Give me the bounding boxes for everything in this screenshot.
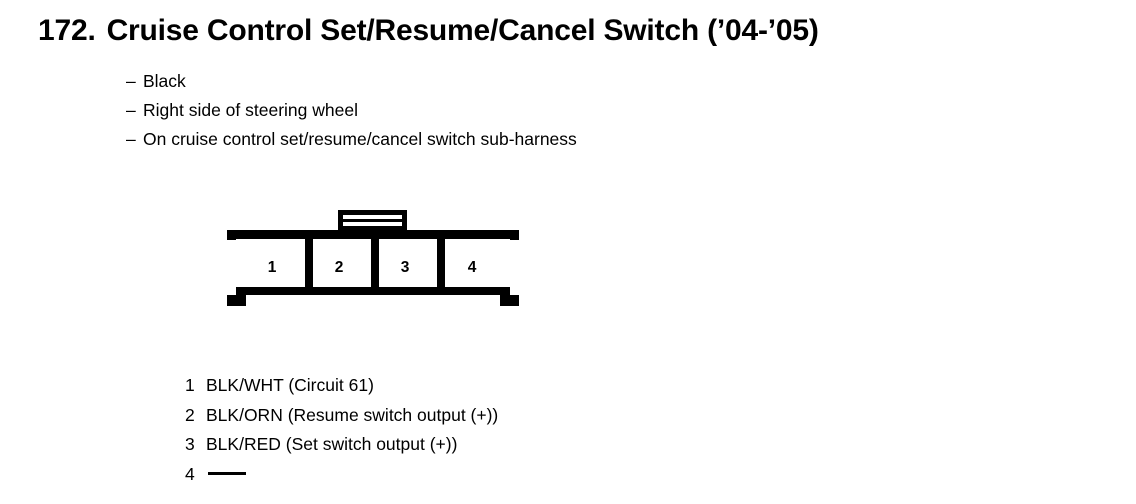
pin-number: 2: [185, 404, 195, 425]
pin-description: BLK/ORN (Resume switch output (+)): [206, 404, 499, 425]
pin-description: BLK/RED (Set switch output (+)): [206, 434, 458, 454]
note-text: On cruise control set/resume/cancel swit…: [143, 129, 577, 149]
connector-top-rail: [227, 230, 519, 239]
list-item: – Right side of steering wheel: [126, 96, 577, 125]
cavity-divider: [305, 238, 313, 295]
pin-number: 4: [185, 463, 195, 484]
list-item: 2 BLK/ORN (Resume switch output (+)): [185, 401, 498, 431]
en-dash-icon: –: [126, 129, 136, 149]
cavity-label-2: 2: [335, 259, 344, 276]
connector-diagram: 1 2 3 4: [227, 210, 519, 314]
locking-tab-icon: [338, 210, 407, 231]
list-item: 4: [185, 460, 498, 490]
list-item: – On cruise control set/resume/cancel sw…: [126, 125, 577, 154]
note-text: Black: [143, 71, 186, 91]
page-title-number: 172.: [38, 14, 96, 47]
cavity-divider: [437, 238, 445, 295]
pin-description: BLK/WHT (Circuit 61): [206, 375, 374, 395]
pin-number: 3: [185, 434, 195, 454]
en-dash-icon: –: [126, 71, 136, 91]
page-title-text: Cruise Control Set/Resume/Cancel Switch …: [106, 14, 819, 47]
pin-unused-dash-icon: [208, 471, 246, 475]
list-item: 1 BLK/WHT (Circuit 61): [185, 371, 498, 401]
connector-bottom-rail: [236, 287, 510, 295]
en-dash-icon: –: [126, 100, 136, 120]
cavity-label-1: 1: [268, 259, 277, 276]
notes-list: – Black – Right side of steering wheel –…: [126, 67, 577, 154]
note-text: Right side of steering wheel: [143, 100, 358, 120]
cavity-label-4: 4: [468, 259, 477, 276]
pin-number: 1: [185, 375, 195, 395]
pin-assignment-list: 1 BLK/WHT (Circuit 61) 2 BLK/ORN (Resume…: [185, 371, 498, 489]
list-item: 3 BLK/RED (Set switch output (+)): [185, 430, 498, 460]
cavity-label-3: 3: [401, 259, 410, 276]
cavity-divider: [371, 238, 379, 295]
list-item: – Black: [126, 67, 577, 96]
page-title: 172. Cruise Control Set/Resume/Cancel Swi…: [38, 16, 819, 46]
